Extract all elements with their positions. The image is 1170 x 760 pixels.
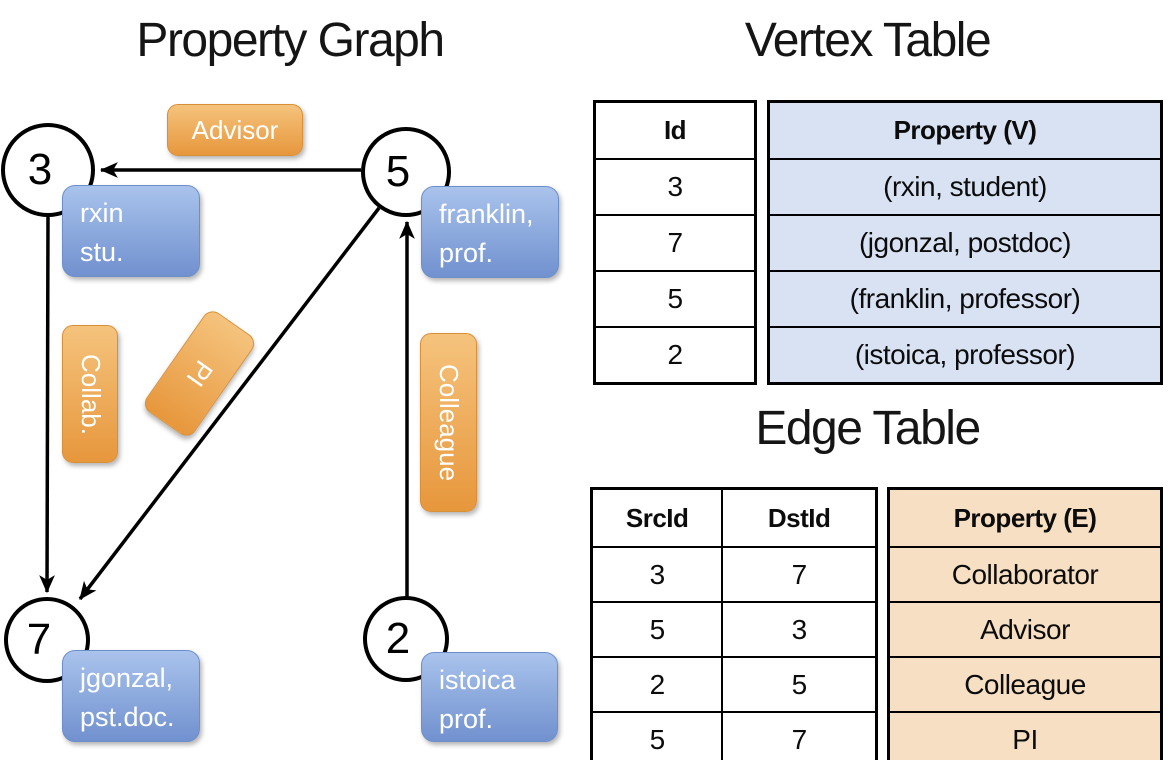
edge-table-title: Edge Table: [755, 402, 981, 455]
property-graph-title: Property Graph: [136, 14, 445, 67]
vertex-row-property: (franklin, professor): [849, 283, 1081, 314]
edge-label-advisor-text: Advisor: [191, 114, 279, 145]
vertex-table-id-column: Id 3 7 5 2: [593, 100, 757, 385]
node-7-prop-line2: pst.doc.: [80, 702, 175, 733]
edge-row-dstid: 7: [791, 723, 808, 755]
edge-label-pi-text: PI: [180, 355, 220, 393]
edge-3-7-collab-line: [39, 214, 55, 594]
vertex-table-id-header: Id: [663, 115, 687, 145]
node-2-id: 2: [385, 614, 411, 663]
edge-table-id-columns: SrcId DstId 3 7 5 3 2 5 5 7: [590, 487, 878, 760]
node-3-prop-line2: stu.: [80, 237, 124, 268]
node-2-properties: istoica prof.: [421, 652, 558, 742]
edge-label-advisor: Advisor: [167, 104, 303, 156]
edge-table-srcid-header: SrcId: [593, 490, 724, 546]
node-5-prop-line1: franklin,: [439, 199, 534, 229]
node-5-id: 5: [385, 147, 411, 196]
node-5-prop-line2: prof.: [439, 238, 494, 269]
node-5-circle: 5: [361, 127, 451, 217]
vertex-row-id: 7: [667, 227, 683, 258]
vertex-table-property-header: Property (V): [893, 115, 1037, 145]
edge-row-dstid: 7: [791, 558, 808, 590]
node-7-properties: jgonzal, pst.doc.: [62, 650, 200, 742]
vertex-row-id: 3: [667, 171, 683, 202]
node-3-properties: rxin stu.: [62, 185, 200, 277]
vertex-row-id: 2: [667, 339, 683, 370]
edge-table: SrcId DstId 3 7 5 3 2 5 5 7 Property (E: [590, 487, 1163, 760]
vertex-row-property: (jgonzal, postdoc): [858, 227, 1072, 258]
node-7-id: 7: [26, 615, 52, 664]
node-2-circle: 2: [363, 596, 449, 682]
edge-table-dstid-header: DstId: [767, 502, 831, 533]
edge-row-property: Collaborator: [951, 558, 1099, 590]
node-3-id: 3: [27, 145, 53, 194]
vertex-table-property-column: Property (V) (rxin, student) (jgonzal, p…: [767, 100, 1163, 385]
vertex-table: Id 3 7 5 2 Property (V) (rxin, student) …: [593, 100, 1163, 385]
vertex-table-title: Vertex Table: [744, 14, 992, 67]
edge-label-colleague-text: Colleague: [434, 363, 464, 482]
edge-label-collab: Collab.: [62, 325, 118, 463]
vertex-row-property: (istoica, professor): [854, 339, 1076, 370]
edge-table-column-gap: [878, 487, 887, 760]
edge-row-property: PI: [1012, 723, 1038, 755]
edge-label-colleague: Colleague: [420, 333, 477, 512]
vertex-table-column-gap: [757, 100, 767, 385]
node-7-prop-line1: jgonzal,: [80, 663, 174, 693]
edge-table-property-column: Property (E) Collaborator Advisor Collea…: [887, 487, 1163, 760]
edge-row-property: Advisor: [980, 613, 1070, 645]
edge-row-srcid: 3: [593, 548, 724, 601]
edge-row-property: Colleague: [964, 668, 1086, 700]
edge-row-dstid: 5: [791, 668, 808, 700]
edge-table-property-header: Property (E): [953, 502, 1097, 533]
edge-5-7-pi-line: [78, 206, 381, 601]
node-5-properties: franklin, prof.: [421, 186, 559, 278]
node-3-prop-line1: rxin: [80, 198, 124, 228]
vertex-row-property: (rxin, student): [883, 171, 1047, 202]
edge-row-srcid: 5: [593, 603, 724, 656]
edge-row-srcid: 5: [593, 713, 724, 760]
graph-edges-svg: [39, 162, 415, 601]
node-2-prop-line2: prof.: [439, 704, 494, 735]
edge-row-srcid: 2: [593, 658, 724, 711]
edge-row-dstid: 3: [791, 613, 808, 645]
vertex-row-id: 5: [667, 283, 683, 314]
node-2-prop-line1: istoica: [439, 665, 516, 695]
edge-label-collab-text: Collab.: [75, 353, 106, 435]
